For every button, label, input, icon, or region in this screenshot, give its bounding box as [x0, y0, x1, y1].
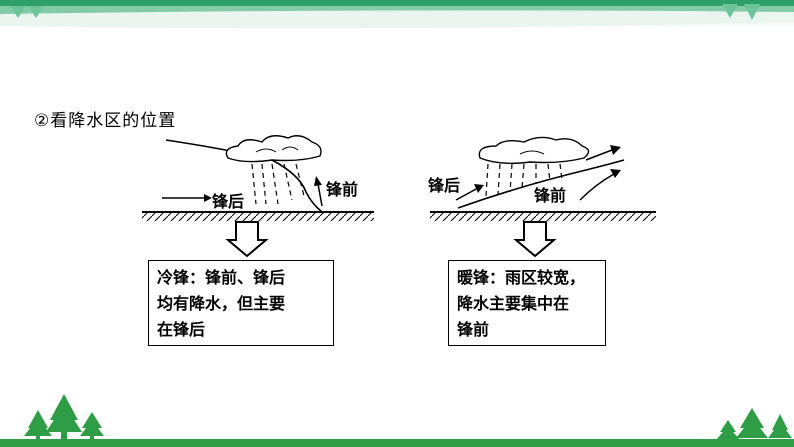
- rain-icon: [251, 163, 305, 205]
- ground-hatch: [142, 212, 374, 221]
- cold-front-behind-label: 锋后: [212, 192, 245, 211]
- down-arrow-icon: [513, 221, 557, 258]
- tree-icon: [716, 408, 792, 440]
- cold-front-diagram: [142, 135, 374, 258]
- section-title: ②看降水区的位置: [34, 111, 177, 131]
- cold-front-description: 冷锋：锋前、锋后 均有降水，但主要 在锋后: [148, 260, 334, 346]
- cold-front-ahead-label: 锋前: [326, 180, 359, 199]
- description-line: 降水主要集中在: [457, 294, 570, 313]
- down-arrow-icon: [225, 221, 269, 258]
- warm-front-description: 暖锋：雨区较宽， 降水主要集中在 锋前: [448, 260, 606, 346]
- arrow-icon: [585, 149, 613, 161]
- warm-front-diagram: [430, 136, 656, 258]
- warm-front-behind-label: 锋后: [428, 176, 461, 195]
- cloud-icon: [478, 136, 590, 165]
- description-line: 在锋后: [157, 320, 206, 339]
- ground-hatch: [430, 212, 656, 221]
- header-banner: [0, 0, 794, 29]
- footer-decoration: [0, 394, 794, 447]
- tree-icon: [24, 394, 104, 440]
- description-line: 锋前: [457, 320, 490, 339]
- rain-icon: [485, 163, 563, 197]
- description-line: 均有降水，但主要: [157, 294, 286, 313]
- description-line: 暖锋：雨区较宽，: [457, 268, 586, 287]
- front-surface: [165, 139, 323, 213]
- arrow-icon: [579, 173, 615, 201]
- arrow-icon: [317, 183, 323, 207]
- front-surface: [457, 159, 625, 209]
- warm-front-ahead-label: 锋前: [534, 186, 567, 205]
- description-line: 冷锋：锋前、锋后: [157, 268, 286, 287]
- cloud-icon: [225, 135, 322, 163]
- arrow-icon: [455, 187, 479, 201]
